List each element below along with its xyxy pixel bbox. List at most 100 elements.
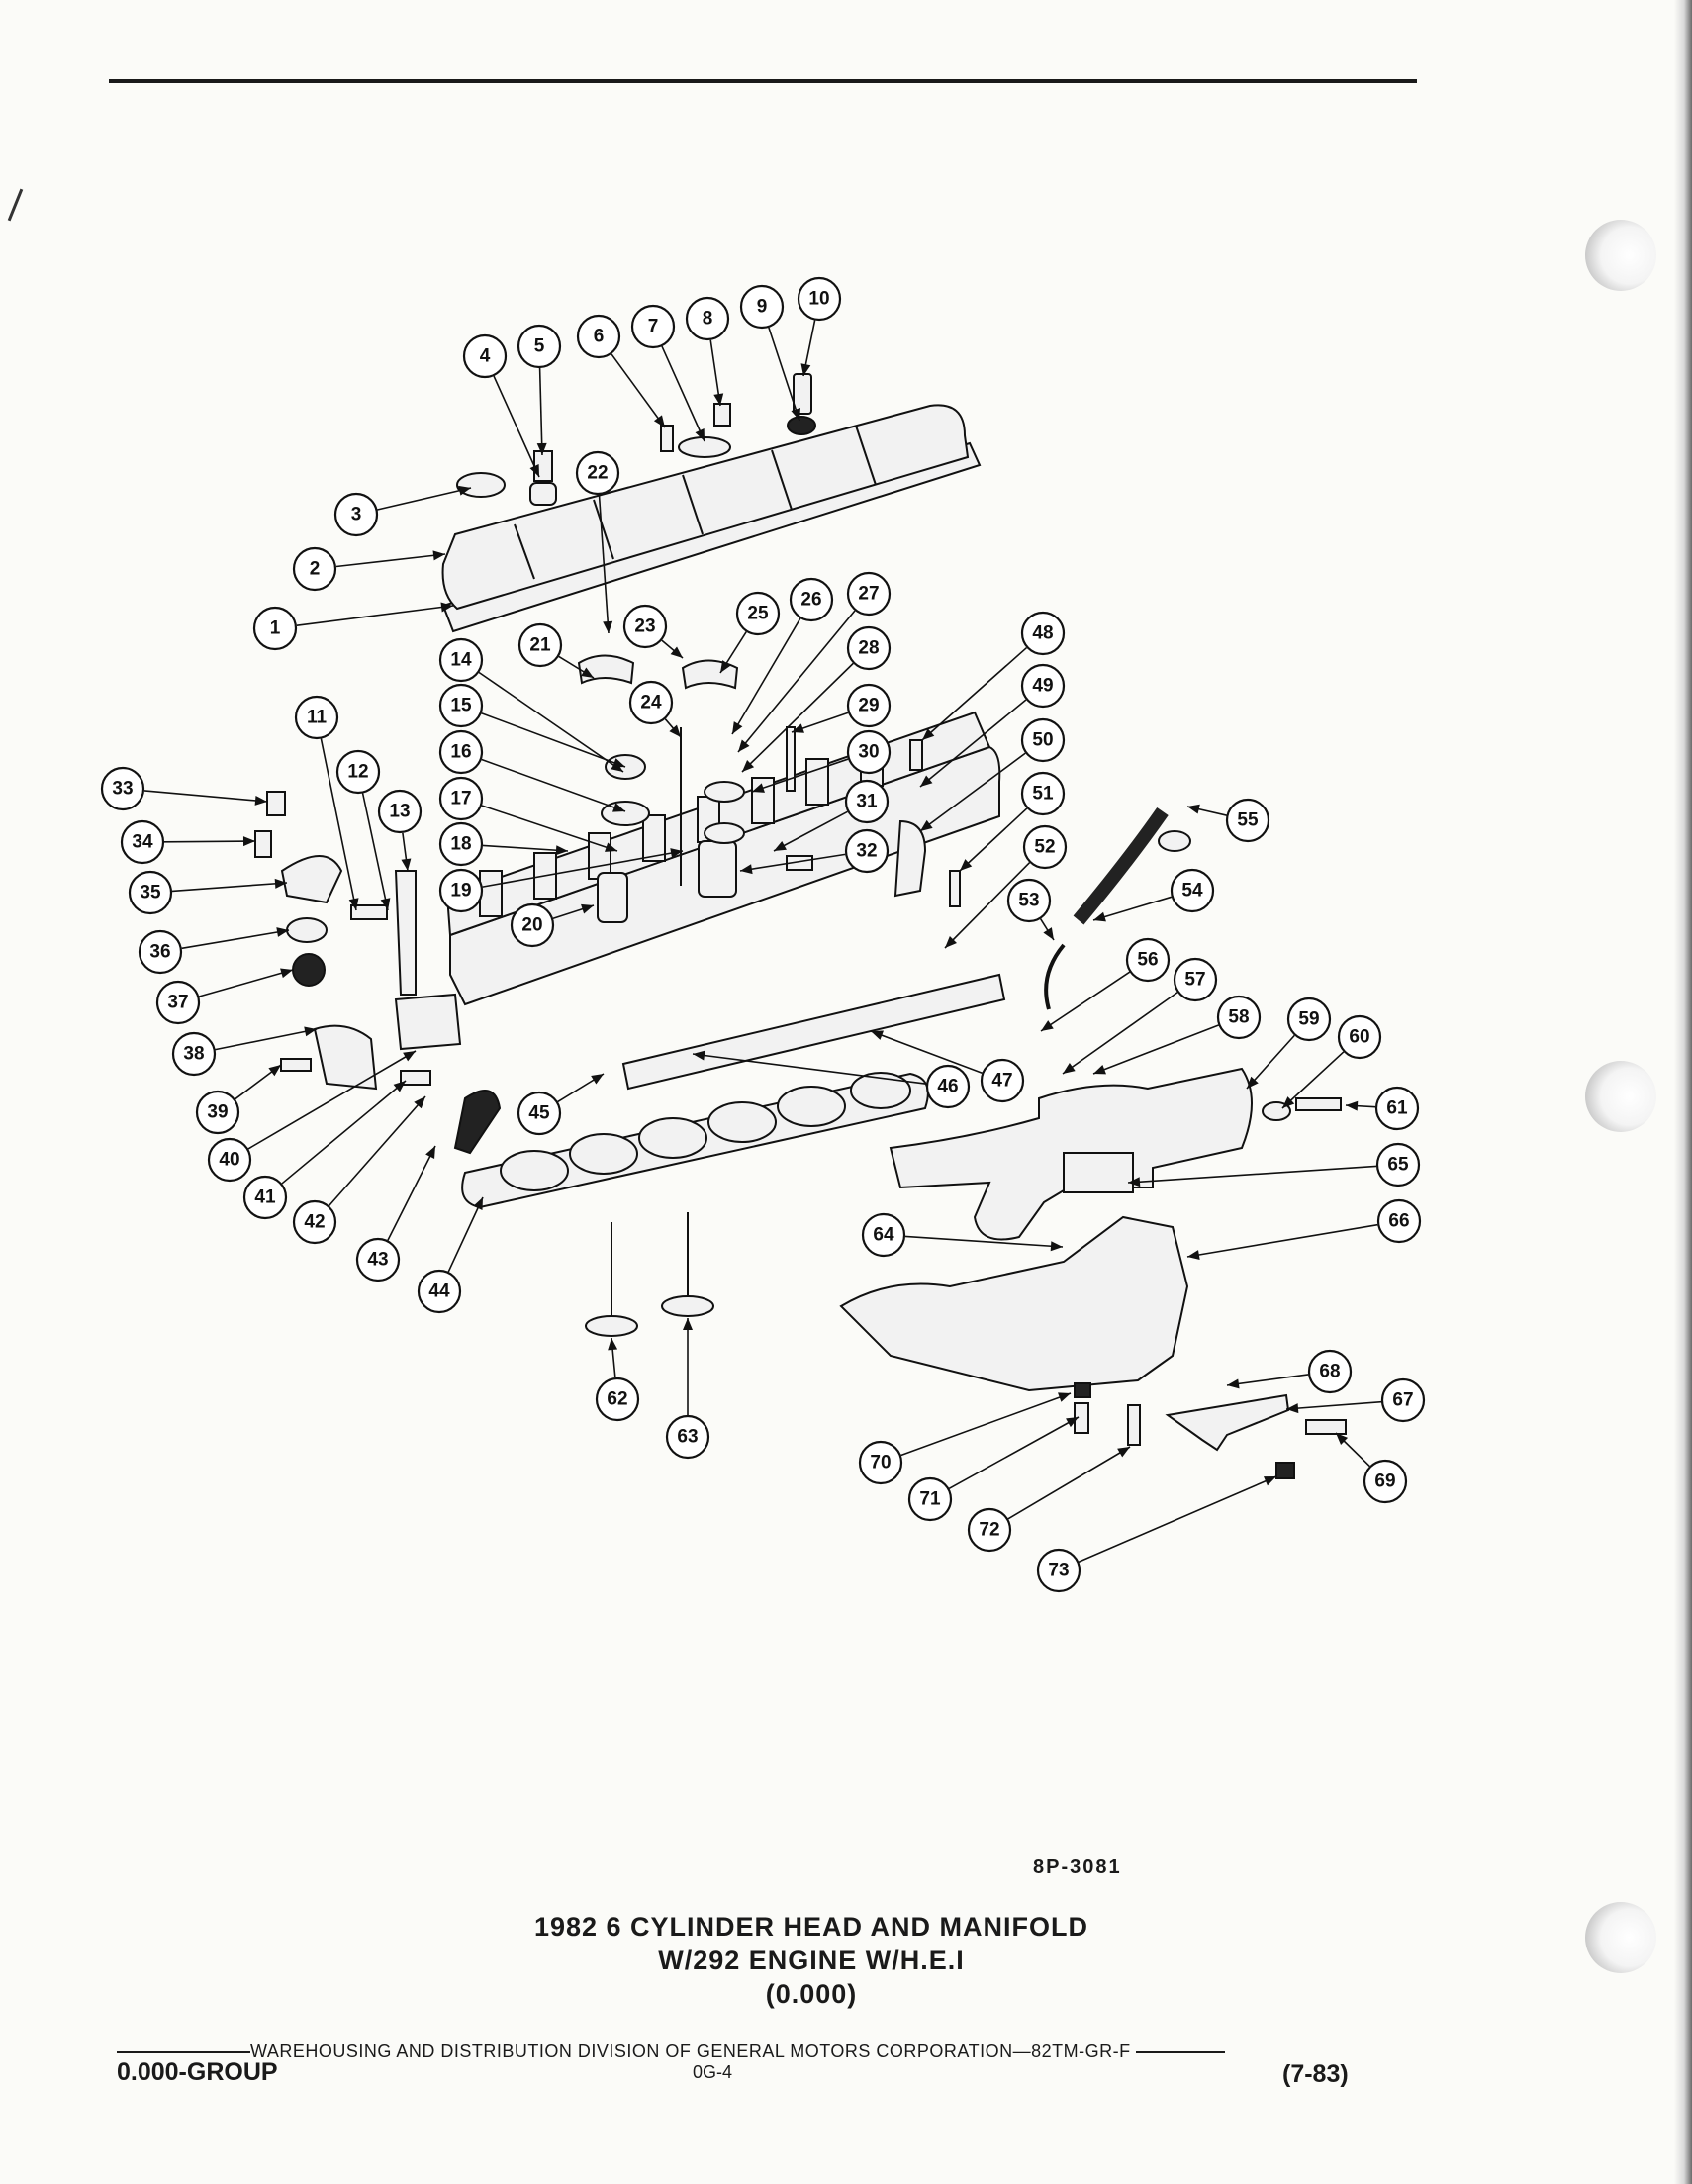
callout-circle-35 — [128, 870, 173, 915]
callout-20: 20 — [510, 902, 555, 948]
leader-line-34 — [163, 840, 256, 843]
callout-57: 57 — [1173, 957, 1218, 1002]
leader-line-51 — [959, 807, 1028, 872]
leader-arrow-45 — [591, 1074, 604, 1085]
callout-circle-66 — [1376, 1198, 1422, 1244]
callout-circle-69 — [1363, 1459, 1408, 1504]
leader-arrow-38 — [304, 1026, 317, 1037]
cover-bolt — [713, 403, 731, 427]
callout-circle-60 — [1337, 1014, 1382, 1060]
callout-number-24: 24 — [640, 693, 662, 713]
fitting-41 — [400, 1070, 431, 1086]
callout-number-25: 25 — [747, 604, 769, 624]
callout-11: 11 — [294, 695, 339, 740]
leader-line-36 — [181, 929, 290, 950]
callout-number-66: 66 — [1388, 1211, 1409, 1232]
callout-67: 67 — [1380, 1377, 1426, 1423]
bolt-39 — [280, 1058, 312, 1072]
callout-number-51: 51 — [1032, 784, 1054, 805]
callout-number-71: 71 — [919, 1489, 941, 1510]
callout-number-6: 6 — [594, 327, 605, 347]
callout-circle-38 — [171, 1031, 217, 1077]
leader-line-15 — [481, 712, 626, 768]
callout-number-34: 34 — [132, 832, 153, 853]
callout-number-41: 41 — [254, 1187, 276, 1208]
callout-number-49: 49 — [1032, 676, 1053, 697]
exhaust-manifold — [839, 1215, 1189, 1392]
valve-cover — [441, 404, 970, 611]
callout-number-27: 27 — [858, 584, 879, 605]
callout-54: 54 — [1170, 868, 1215, 913]
leader-line-37 — [198, 969, 294, 997]
callout-circle-70 — [858, 1440, 903, 1485]
clip — [660, 425, 674, 452]
thermostat — [292, 953, 326, 987]
callout-circle-3 — [333, 492, 379, 537]
callout-18: 18 — [438, 821, 484, 867]
callout-27: 27 — [846, 571, 892, 617]
callout-69: 69 — [1363, 1459, 1408, 1504]
leader-arrow-18 — [555, 845, 568, 856]
callout-48: 48 — [1020, 611, 1066, 656]
callout-4: 4 — [462, 333, 508, 379]
callout-72: 72 — [967, 1507, 1012, 1553]
leader-line-65 — [1127, 1165, 1377, 1184]
callout-number-42: 42 — [304, 1212, 325, 1233]
callout-circle-37 — [155, 980, 201, 1025]
callout-42: 42 — [292, 1199, 337, 1245]
callout-circle-52 — [1022, 824, 1068, 870]
binder-hole-middle — [1585, 1061, 1656, 1132]
callout-number-26: 26 — [800, 590, 821, 611]
callout-number-47: 47 — [991, 1071, 1012, 1092]
header-rule — [109, 79, 1417, 83]
callout-number-54: 54 — [1181, 881, 1203, 902]
leader-arrow-11 — [348, 898, 359, 910]
valve-spring-small — [597, 872, 628, 923]
callout-circle-68 — [1307, 1349, 1353, 1394]
leader-line-7 — [661, 345, 705, 442]
footer-distribution-line: WAREHOUSING AND DISTRIBUTION DIVISION OF… — [117, 2042, 1344, 2062]
callout-number-57: 57 — [1184, 970, 1205, 991]
bypass-hose — [453, 1090, 502, 1155]
leader-arrow-42 — [414, 1096, 425, 1109]
leader-arrow-40 — [403, 1051, 416, 1062]
callout-22: 22 — [575, 450, 620, 496]
callout-9: 9 — [739, 284, 785, 330]
callout-number-62: 62 — [607, 1389, 627, 1410]
callout-24: 24 — [628, 680, 674, 725]
bolt-33 — [266, 791, 286, 816]
callout-number-5: 5 — [534, 336, 545, 357]
callout-number-13: 13 — [389, 802, 410, 822]
callout-circle-18 — [438, 821, 484, 867]
callout-71: 71 — [907, 1476, 953, 1522]
callout-circle-31 — [844, 779, 890, 824]
callout-circle-10 — [797, 276, 842, 322]
leader-line-71 — [948, 1416, 1080, 1490]
rocker-arm-left — [577, 654, 635, 685]
callout-circle-73 — [1036, 1548, 1081, 1593]
callout-number-29: 29 — [858, 696, 879, 716]
callout-circle-5 — [517, 324, 562, 369]
callout-number-44: 44 — [428, 1282, 450, 1302]
lift-bracket — [394, 870, 417, 996]
callout-45: 45 — [517, 1091, 562, 1136]
leader-arrow-72 — [1117, 1447, 1130, 1458]
callout-circle-34 — [120, 819, 165, 865]
callout-7: 7 — [630, 304, 676, 349]
callout-25: 25 — [735, 591, 781, 636]
callout-circle-15 — [438, 683, 484, 728]
intake-valve-head — [585, 1315, 638, 1337]
leader-line-44 — [447, 1196, 484, 1273]
callout-circle-44 — [417, 1269, 462, 1314]
callout-number-64: 64 — [873, 1225, 894, 1246]
support-bracket — [893, 819, 927, 898]
callout-number-67: 67 — [1392, 1390, 1413, 1411]
leader-arrow-32 — [740, 864, 753, 875]
callout-number-60: 60 — [1349, 1027, 1369, 1048]
leader-arrow-1 — [440, 602, 453, 613]
leader-arrow-19 — [670, 848, 683, 859]
callout-circle-41 — [242, 1175, 288, 1220]
leader-line-40 — [247, 1050, 417, 1150]
pcv-grommet — [787, 416, 816, 435]
callout-number-2: 2 — [310, 559, 321, 580]
